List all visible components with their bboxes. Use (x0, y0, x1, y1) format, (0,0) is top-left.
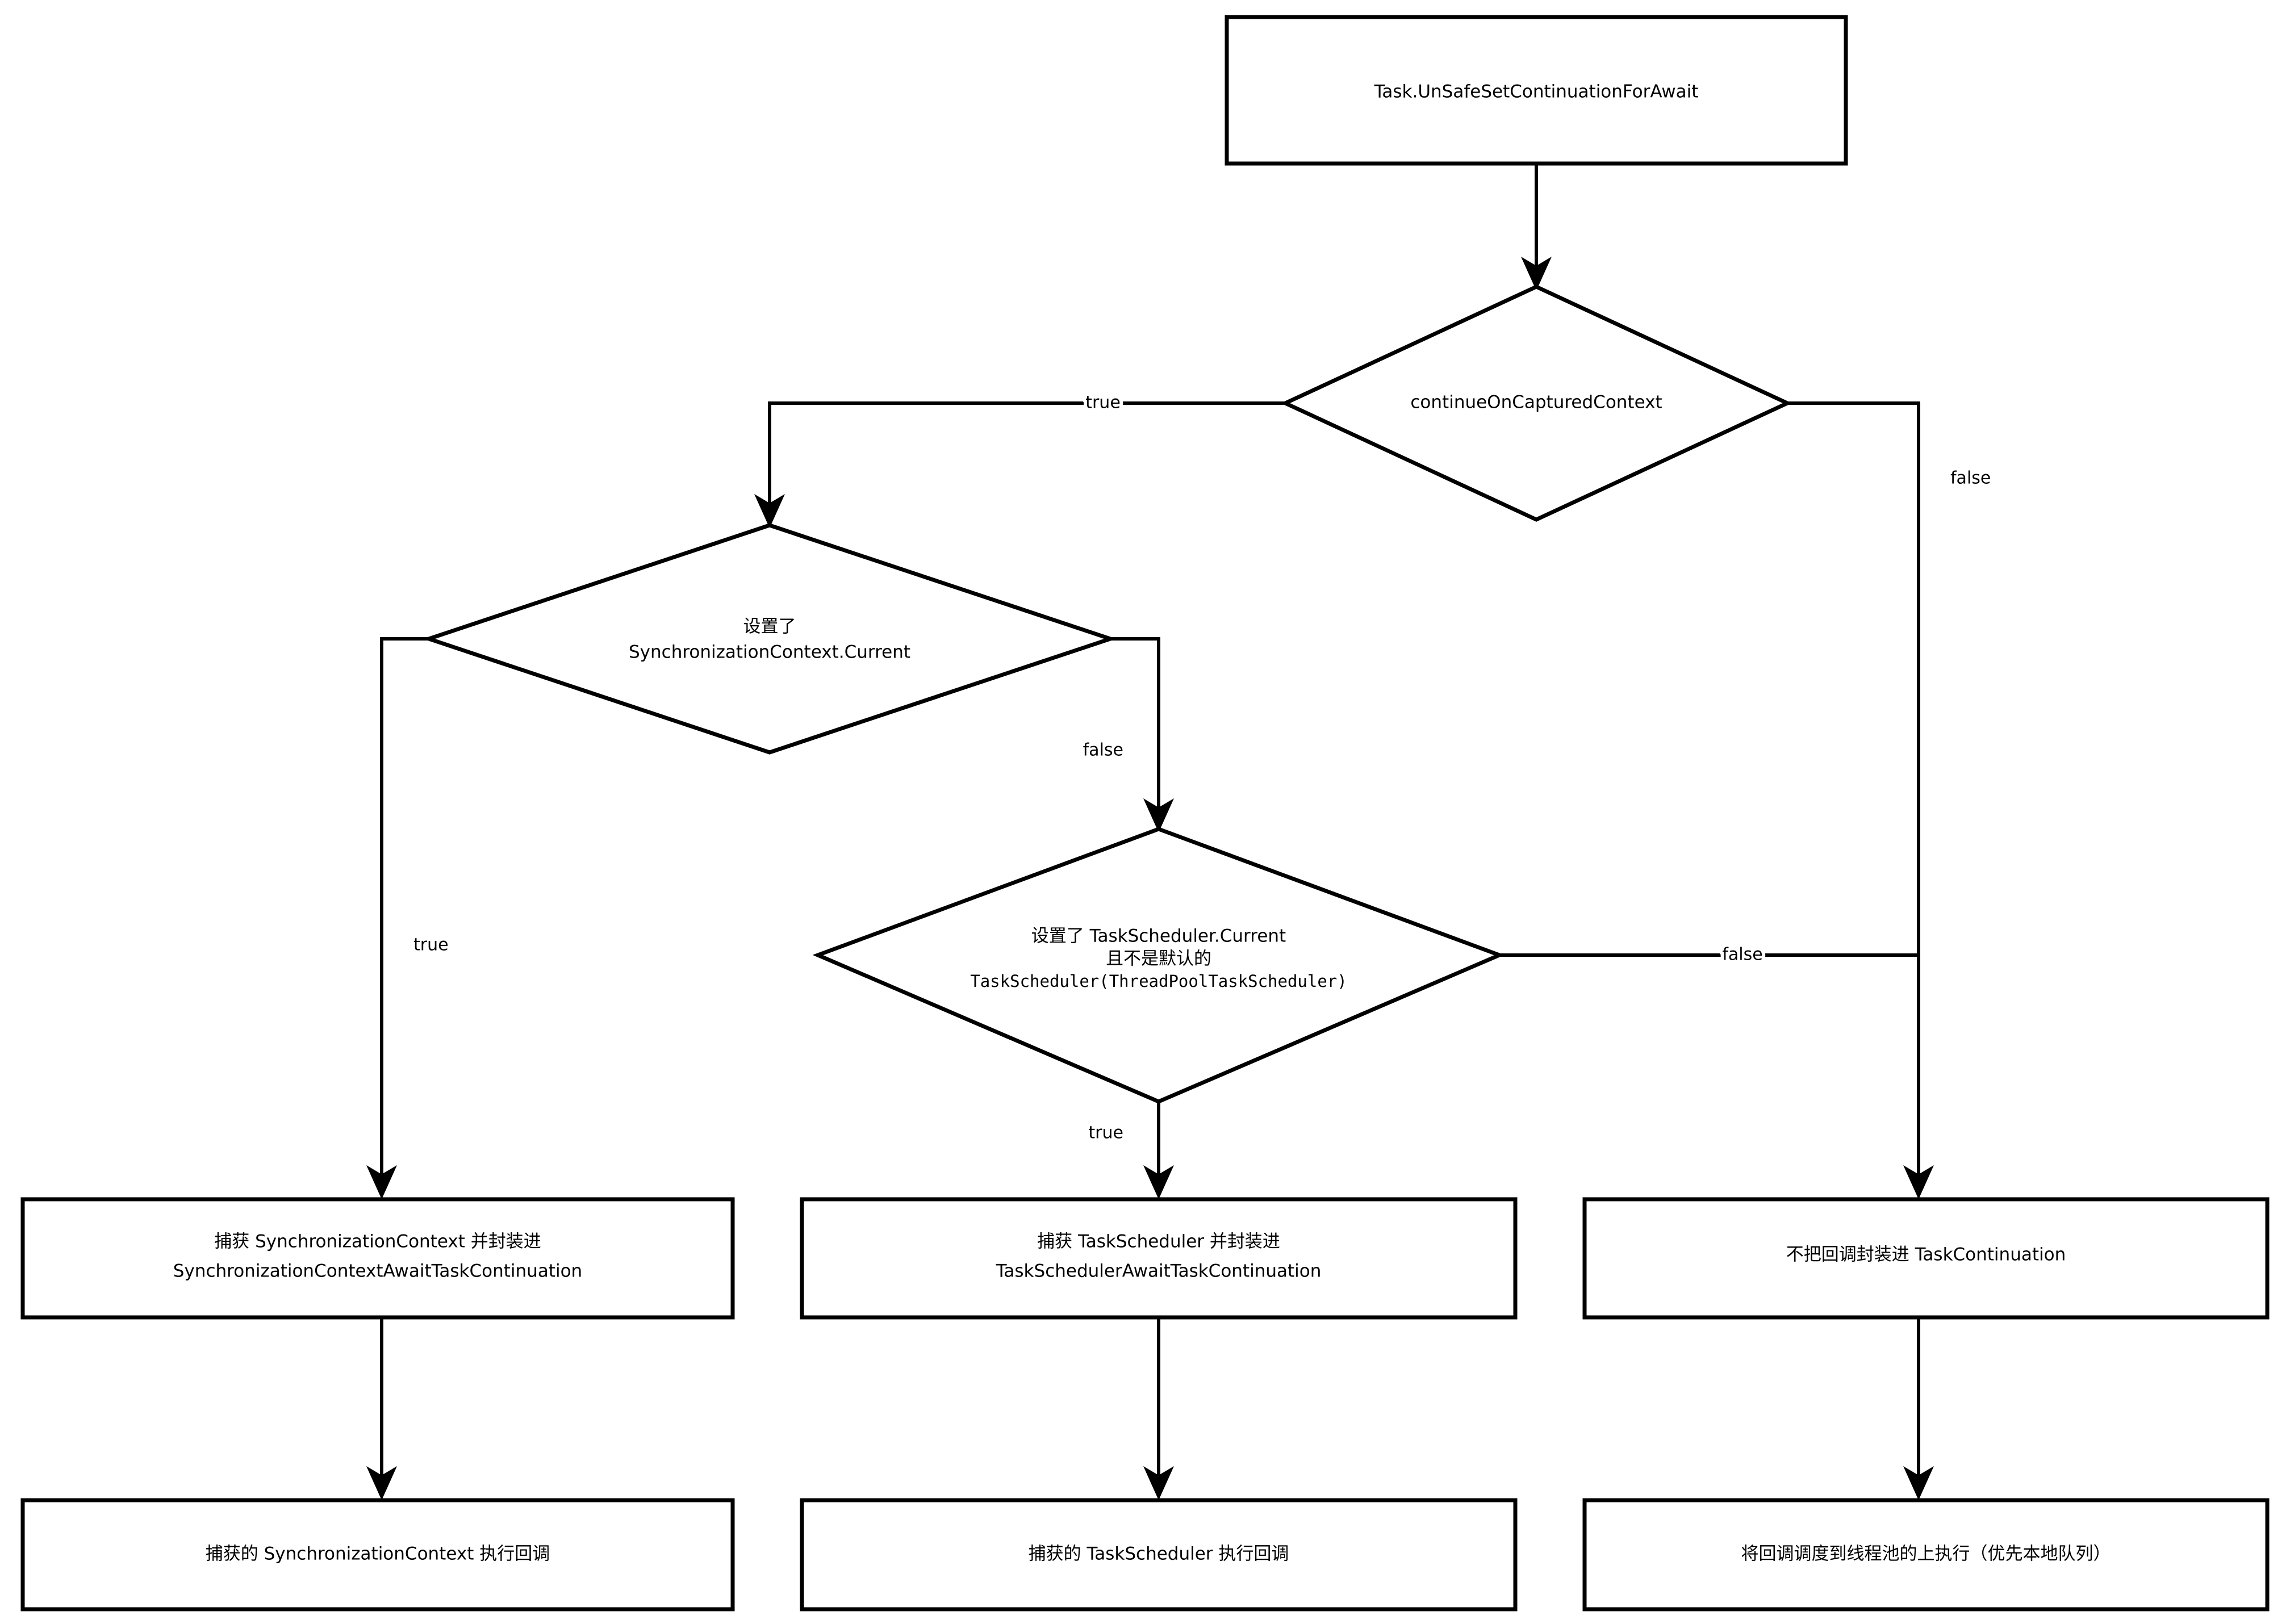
edge-label-continue-true: true (1085, 393, 1121, 413)
edge-scheduler-true-to-ts-wrap (1143, 1102, 1174, 1199)
edge-label-synccontext-false: false (1083, 740, 1123, 760)
node-decision-synccontext-line-0: 设置了 (743, 617, 796, 637)
node-decision-synchronizationcontext-current[interactable]: 设置了 SynchronizationContext.Current (422, 523, 1117, 755)
node-decision-synccontext-line-1: SynchronizationContext.Current (629, 642, 910, 663)
node-box-sc-run-line-0: 捕获的 SynchronizationContext 执行回调 (206, 1544, 550, 1564)
node-box-threadpool-schedule[interactable]: 将回调调度到线程池的上执行（优先本地队列） (1582, 1498, 2270, 1612)
node-box-ts-wrap-line-0: 捕获 TaskScheduler 并封装进 (1037, 1232, 1280, 1252)
edge-label-synccontext-true: true (413, 935, 449, 955)
edge-label-continue-false: false (1950, 468, 1991, 488)
edge-synccontext-false-to-scheduler (1110, 637, 1174, 832)
node-box-ts-wrap-line-1: TaskSchedulerAwaitTaskContinuation (996, 1261, 1322, 1282)
node-box-pool-run-line-0: 将回调调度到线程池的上执行（优先本地队列） (1741, 1544, 2111, 1564)
node-decision-scheduler-line-0: 设置了 TaskScheduler.Current (1031, 926, 1286, 947)
node-entry-line-0: Task.UnSafeSetContinuationForAwait (1374, 82, 1699, 102)
node-entry[interactable]: Task.UnSafeSetContinuationForAwait (1225, 15, 1848, 166)
node-box-synchronizationcontext-invoke[interactable]: 捕获的 SynchronizationContext 执行回调 (20, 1498, 735, 1612)
node-decision-scheduler-line-1: 且不是默认的 (1106, 949, 1211, 969)
node-box-capture-synchronizationcontext[interactable]: 捕获 SynchronizationContext 并封装进 Synchroni… (20, 1197, 735, 1320)
node-box-ts-run-line-0: 捕获的 TaskScheduler 执行回调 (1029, 1544, 1289, 1564)
edge-no-wrap-to-pool-run (1903, 1317, 1934, 1500)
node-box-no-task-continuation[interactable]: 不把回调封装进 TaskContinuation (1582, 1197, 2270, 1320)
node-decision-continue-on-captured-context[interactable]: continueOnCapturedContext (1280, 284, 1792, 522)
edge-label-scheduler-false: false (1722, 945, 1762, 965)
node-decision-continue-label: continueOnCapturedContext (1410, 392, 1662, 413)
edge-entry-to-continue (1521, 164, 1552, 291)
edge-ts-wrap-to-ts-run (1143, 1317, 1174, 1500)
edge-continue-true-to-synccontext (754, 401, 1285, 528)
edge-continue-false-to-no-wrap (1787, 401, 1934, 1199)
node-box-no-wrap-line-0: 不把回调封装进 TaskContinuation (1786, 1245, 2066, 1265)
node-decision-taskscheduler-current[interactable]: 设置了 TaskScheduler.Current 且不是默认的 TaskSch… (812, 827, 1505, 1104)
edge-synccontext-true-to-sc-wrap (366, 637, 429, 1199)
node-box-sc-wrap-line-1: SynchronizationContextAwaitTaskContinuat… (173, 1261, 582, 1282)
node-box-taskscheduler-invoke[interactable]: 捕获的 TaskScheduler 执行回调 (800, 1498, 1518, 1612)
node-box-capture-taskscheduler[interactable]: 捕获 TaskScheduler 并封装进 TaskSchedulerAwait… (800, 1197, 1518, 1320)
node-decision-scheduler-line-2: TaskScheduler(ThreadPoolTaskScheduler) (970, 972, 1347, 991)
edge-label-scheduler-true: true (1088, 1123, 1123, 1143)
node-box-sc-wrap-line-0: 捕获 SynchronizationContext 并封装进 (214, 1232, 541, 1252)
edge-sc-wrap-to-sc-run (366, 1317, 397, 1500)
